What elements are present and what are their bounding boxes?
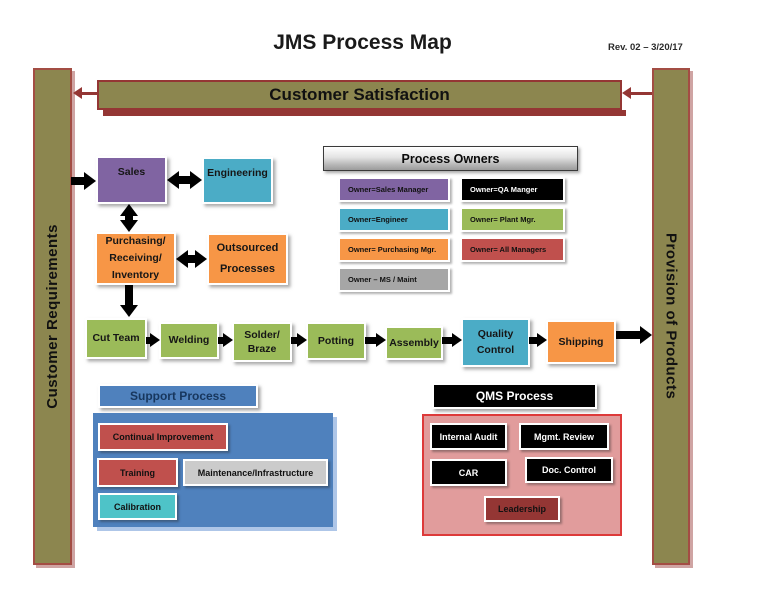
customer-satisfaction-label: Customer Satisfaction bbox=[269, 85, 450, 104]
process-owners-header: Process Owners bbox=[323, 146, 578, 171]
customer-requirements-bar: Customer Requirements bbox=[33, 68, 72, 565]
assembly-box: Assembly bbox=[385, 326, 443, 360]
internal-audit-box: Internal Audit bbox=[430, 423, 507, 450]
potting-label: Potting bbox=[317, 334, 355, 347]
engineering-box: Engineering bbox=[202, 157, 273, 204]
arrow-sales-purchasing-icon bbox=[120, 204, 138, 232]
arrow-welding-solder-icon bbox=[218, 333, 233, 347]
provision-of-products-label: Provision of Products bbox=[662, 233, 680, 400]
arrow-cutteam-welding-icon bbox=[146, 333, 160, 347]
shipping-label: Shipping bbox=[558, 335, 604, 348]
quality-control-label: Quality Control bbox=[476, 327, 515, 356]
engineering-label: Engineering bbox=[207, 167, 268, 179]
maintenance-infrastructure-box: Maintenance/Infrastructure bbox=[183, 459, 328, 486]
page-title: JMS Process Map bbox=[273, 31, 452, 54]
mgmt-review-box: Mgmt. Review bbox=[519, 423, 609, 450]
outsourced-processes-box: Outsourced Processes bbox=[207, 233, 288, 285]
arrow-requirements-to-sales-icon bbox=[71, 172, 96, 190]
revision-label: Rev. 02 – 3/20/17 bbox=[608, 42, 683, 53]
legend-ms-maint: Owner – MS / Maint bbox=[338, 267, 450, 292]
arrow-solder-potting-icon bbox=[291, 333, 307, 347]
welding-label: Welding bbox=[168, 334, 210, 347]
cut-team-label: Cut Team bbox=[92, 332, 140, 345]
arrow-assembly-quality-icon bbox=[442, 333, 462, 347]
quality-control-box: Quality Control bbox=[461, 318, 530, 367]
arrow-purchasing-outsourced-icon bbox=[176, 250, 207, 268]
support-process-title: Support Process bbox=[129, 389, 227, 403]
outsourced-label: Outsourced Processes bbox=[216, 242, 279, 275]
provision-of-products-bar: Provision of Products bbox=[652, 68, 690, 565]
legend-qa-manager: Owner=QA Manger bbox=[460, 177, 565, 202]
sales-label: Sales bbox=[117, 166, 146, 178]
purchasing-label: Purchasing/ Receiving/ Inventory bbox=[105, 235, 166, 281]
calibration-box: Calibration bbox=[98, 493, 177, 520]
qms-process-header: QMS Process bbox=[432, 383, 597, 409]
continual-improvement-box: Continual Improvement bbox=[98, 423, 228, 451]
qms-process-title: QMS Process bbox=[475, 389, 554, 403]
customer-requirements-label: Customer Requirements bbox=[44, 224, 61, 409]
cut-team-box: Cut Team bbox=[85, 318, 147, 359]
welding-box: Welding bbox=[159, 322, 219, 359]
arrow-shipping-to-provision-icon bbox=[616, 326, 652, 344]
shipping-box: Shipping bbox=[546, 320, 616, 364]
customer-satisfaction-bar: Customer Satisfaction bbox=[97, 80, 622, 110]
legend-sales-manager: Owner=Sales Manager bbox=[338, 177, 450, 202]
customer-satisfaction-shadow bbox=[103, 110, 626, 116]
training-box: Training bbox=[97, 458, 178, 487]
doc-control-box: Doc. Control bbox=[525, 457, 613, 483]
legend-purchasing-mgr: Owner= Purchasing Mgr. bbox=[338, 237, 450, 262]
process-owners-title: Process Owners bbox=[401, 151, 500, 166]
arrow-potting-assembly-icon bbox=[365, 333, 386, 347]
assembly-label: Assembly bbox=[389, 336, 439, 349]
car-box: CAR bbox=[430, 459, 507, 486]
arrow-purchasing-to-cutteam-icon bbox=[120, 285, 138, 317]
legend-all-managers: Owner= All Managers bbox=[460, 237, 565, 262]
solder-braze-box: Solder/ Braze bbox=[232, 322, 292, 362]
sales-box: Sales bbox=[96, 156, 167, 204]
arrow-provision-to-satisfaction-icon bbox=[622, 87, 652, 99]
legend-engineer: Owner=Engineer bbox=[338, 207, 450, 232]
solder-braze-label: Solder/ Braze bbox=[244, 328, 280, 355]
arrow-quality-shipping-icon bbox=[529, 333, 547, 347]
arrow-sales-engineering-icon bbox=[167, 171, 202, 189]
support-process-header: Support Process bbox=[98, 384, 258, 408]
legend-plant-mgr: Owner= Plant Mgr. bbox=[460, 207, 565, 232]
arrow-satisfaction-to-requirements-icon bbox=[73, 87, 97, 99]
purchasing-receiving-inventory-box: Purchasing/ Receiving/ Inventory bbox=[95, 232, 176, 285]
leadership-box: Leadership bbox=[484, 496, 560, 522]
potting-box: Potting bbox=[306, 322, 366, 360]
